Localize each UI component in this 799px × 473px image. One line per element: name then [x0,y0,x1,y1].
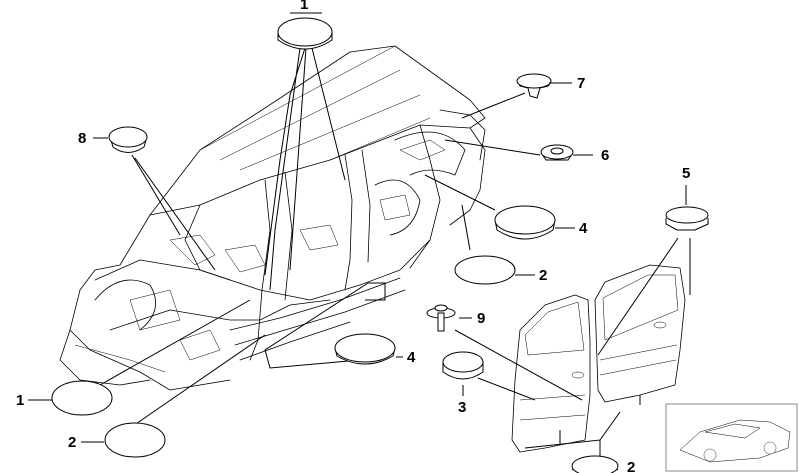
plug-2-mid [454,255,516,285]
plug-2-bottom-right [571,455,619,473]
rear-door [594,264,686,403]
plug-3 [442,351,484,380]
callout-7: 7 [577,75,585,92]
body-shell [59,45,486,391]
callout-5: 5 [682,165,690,182]
plug-5 [665,206,709,231]
callout-1-top: 1 [300,0,308,13]
plug-6 [540,144,574,161]
plug-8 [108,126,148,153]
callout-9: 9 [477,310,485,327]
callout-labels: 1 8 7 6 5 4 2 9 4 3 1 2 2 [16,0,690,473]
leader-lines [99,47,691,460]
callout-4-lower: 4 [407,349,416,366]
front-door [511,294,591,453]
plug-7 [516,73,552,99]
callout-4-upper: 4 [579,220,588,237]
plug-4-upper [494,205,556,240]
callout-1: 1 [16,392,24,409]
callout-dashes [28,12,687,443]
callout-3: 3 [458,399,466,416]
callout-6: 6 [601,147,609,164]
plug-4-lower [334,333,396,365]
plug-2-bottom [104,422,166,458]
plug-1-bottom [51,380,113,416]
vehicle-thumbnail [665,403,798,472]
callout-2-bottom-right: 2 [627,459,635,473]
callout-8: 8 [78,130,86,147]
plug-9 [426,304,456,332]
plug-1-top [277,17,333,50]
callout-2-bottom: 2 [68,434,76,451]
callout-2-mid: 2 [539,267,547,284]
